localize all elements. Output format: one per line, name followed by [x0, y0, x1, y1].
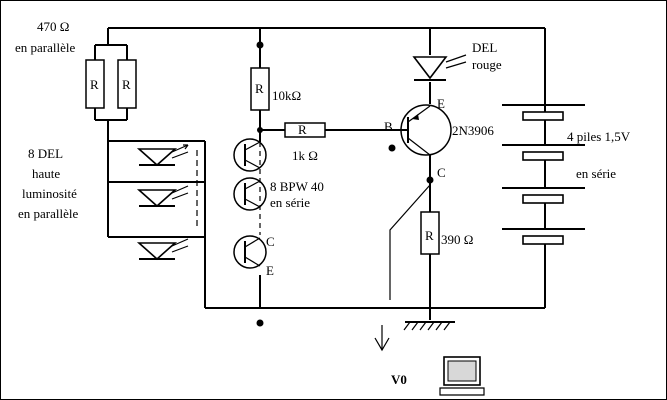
transistor-model: 2N3906	[452, 123, 494, 138]
pnp-transistor-icon	[392, 104, 452, 156]
res-1k-value: 1k Ω	[292, 148, 318, 163]
red-led-line2: rouge	[472, 57, 502, 72]
led-icon	[136, 238, 189, 261]
computer-icon	[439, 356, 485, 396]
photo-emitter-label: E	[266, 263, 274, 278]
res-390-value: 390 Ω	[441, 232, 473, 247]
red-led-icon	[412, 54, 467, 81]
transistor-base-label: B	[384, 119, 393, 134]
led-icon	[136, 144, 189, 167]
battery-line2: en série	[576, 166, 616, 181]
phototransistor-icon	[233, 138, 267, 172]
phototransistor-icon	[233, 235, 267, 269]
res-10k-symbol: R	[255, 81, 264, 96]
res-1k-symbol: R	[298, 122, 307, 137]
output-label: V0	[391, 372, 407, 387]
res-parallel-value: 470 Ω	[37, 19, 69, 34]
junction-dots	[256, 41, 434, 327]
res-10k-value: 10kΩ	[272, 88, 301, 103]
led-group-line4: en parallèle	[18, 206, 78, 221]
led-group-line3: luminosité	[22, 186, 77, 201]
phototransistor-line1: 8 BPW 40	[270, 179, 324, 194]
transistor-collector-label: C	[437, 165, 446, 180]
phototransistor-icon	[233, 177, 267, 211]
led-group-line2: haute	[32, 166, 60, 181]
res-r1-label: R	[90, 77, 99, 92]
red-led-line1: DEL	[472, 40, 497, 55]
battery-line1: 4 piles 1,5V	[567, 129, 631, 144]
transistor-emitter-label: E	[437, 96, 445, 111]
led-icon	[136, 185, 189, 208]
res-390-symbol: R	[425, 228, 434, 243]
photo-collector-label: C	[266, 234, 275, 249]
labels: 470 Ω en parallèle R R R 10kΩ R 1k Ω R 3…	[15, 19, 631, 387]
ground-icon	[403, 321, 455, 331]
resistor-icon	[85, 59, 440, 255]
led-group-line1: 8 DEL	[28, 146, 63, 161]
voltage-arrow-icon	[374, 325, 390, 352]
phototransistor-line2: en série	[270, 195, 310, 210]
led-group	[107, 140, 206, 308]
res-parallel-note: en parallèle	[15, 40, 75, 55]
res-r2-label: R	[122, 77, 131, 92]
battery-icon	[502, 104, 585, 245]
phototransistor-chain	[233, 138, 267, 269]
